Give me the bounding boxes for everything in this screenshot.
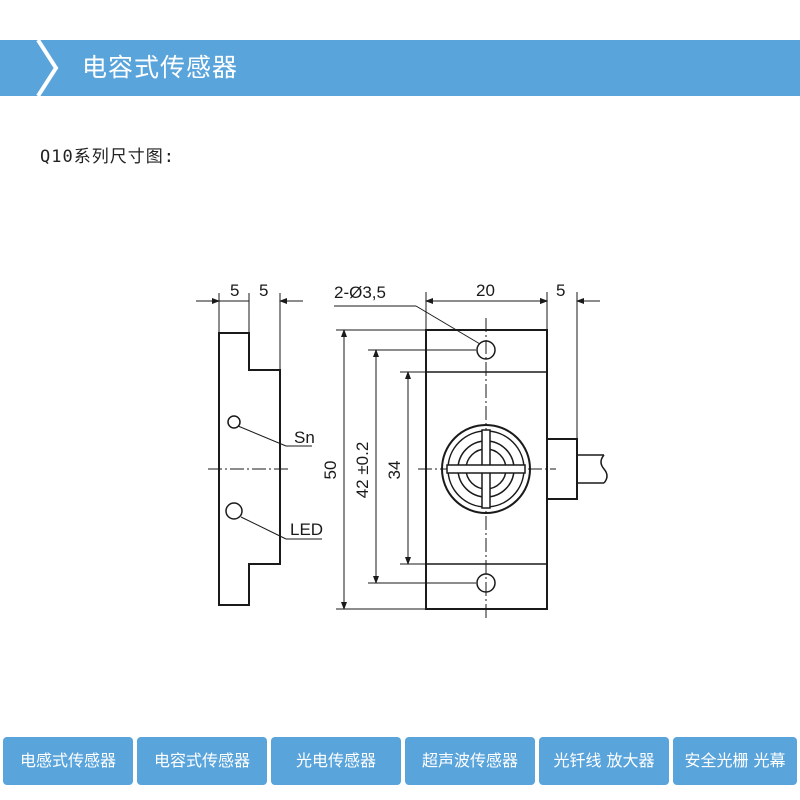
chevron-right-icon [36,40,59,96]
nav-inductive-sensor[interactable]: 电感式传感器 [3,737,133,785]
dim-label-20: 20 [476,281,495,300]
dim-label-50: 50 [321,461,340,480]
hole-label: 2-Ø3,5 [334,283,386,302]
dim-label-5-right: 5 [556,281,565,300]
sensing-face-icon [441,424,531,514]
dim-label-5-mid: 5 [259,281,268,300]
mount-hole-bottom [476,573,496,593]
dimension-drawing: 5 5 2-Ø3,5 20 5 Sn LED 50 42 ±0.2 34 [196,281,608,620]
sn-leader [237,425,287,447]
page-title: 电容式传感器 [82,53,239,82]
dim-label-34: 34 [385,461,404,480]
nav-capacitive-sensor[interactable]: 电容式传感器 [137,737,267,785]
led-label: LED [290,520,323,539]
dim-label-5-left: 5 [230,281,239,300]
side-led-circle [225,502,243,520]
nav-photoelectric-sensor[interactable]: 光电传感器 [271,737,401,785]
side-view-body [218,332,281,606]
sn-label: Sn [294,428,315,447]
nav-fiber-amplifier[interactable]: 光钎线 放大器 [539,737,669,785]
dim-label-42: 42 ±0.2 [353,442,372,499]
cable-gland [546,438,578,500]
side-sn-circle [227,415,241,429]
bottom-nav: 电感式传感器 电容式传感器 光电传感器 超声波传感器 光钎线 放大器 安全光栅 … [0,737,800,785]
nav-safety-light-curtain[interactable]: 安全光栅 光幕 [673,737,797,785]
drawing-subtitle: Q10系列尺寸图: [40,147,175,167]
led-leader [240,516,287,540]
mount-hole-top [476,340,496,360]
header-banner: 电容式传感器 [0,40,800,96]
nav-ultrasonic-sensor[interactable]: 超声波传感器 [405,737,535,785]
